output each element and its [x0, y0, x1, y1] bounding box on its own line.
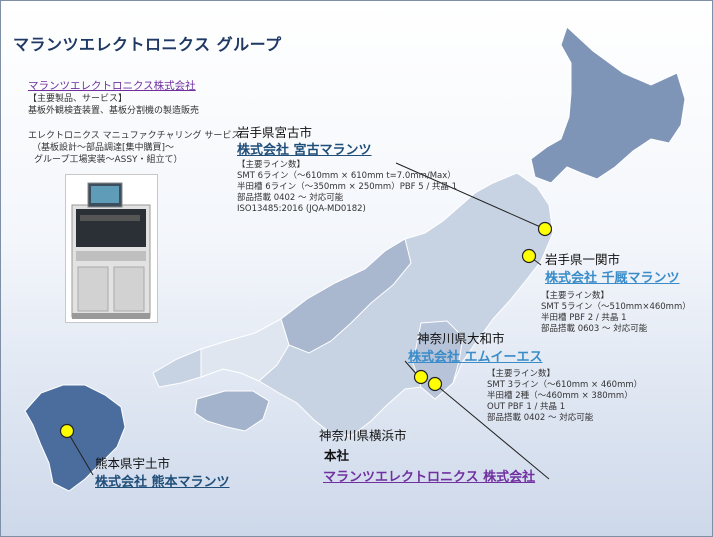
ichinoseki-line2: 半田槽 PBF 2 / 共晶 1 [541, 313, 627, 323]
marker-yamato[interactable] [413, 369, 429, 385]
marker-uto[interactable] [59, 423, 75, 439]
shikoku-region [194, 390, 270, 432]
yamato-city: 神奈川県大和市 [417, 331, 505, 346]
miyako-line2: 半田槽 6ライン（～350mm × 250mm）PBF 5 / 共晶 1 [237, 182, 458, 192]
marker-yokohama[interactable] [427, 376, 443, 392]
ichinoseki-heading: 【主要ライン数】 [541, 291, 610, 301]
connector-yokohama [434, 383, 550, 480]
connector-uto [66, 430, 94, 476]
ichinoseki-city: 岩手県一関市 [545, 252, 621, 267]
uto-company[interactable]: 株式会社 熊本マランツ [95, 475, 230, 490]
hq-service-line1: （基板設計～部品調達[集中購買]～ [32, 143, 175, 153]
hq-company-name[interactable]: マランツエレクトロニクス株式会社 [28, 80, 196, 92]
ichinoseki-line1: SMT 5ライン（～510mm×460mm） [541, 302, 691, 312]
miyako-company[interactable]: 株式会社 宮古マランツ [237, 143, 372, 158]
ichinoseki-company[interactable]: 株式会社 千厩マランツ [545, 271, 680, 286]
west-honshu-region [200, 318, 290, 382]
yokohama-city: 神奈川県横浜市 [319, 428, 407, 443]
miyako-line4: ISO13485:2016 (JQA-MD0182) [237, 204, 366, 214]
hokkaido-region [530, 26, 686, 184]
uto-city: 熊本県宇土市 [95, 456, 171, 471]
miyako-line1: SMT 6ライン（～610mm × 610mm t=7.0mm/Max） [237, 171, 456, 181]
yamato-line3: OUT PBF 1 / 共晶 1 [487, 402, 566, 412]
hq-products-heading: 【主要製品、サービス】 [28, 94, 128, 104]
connector-miyako [395, 162, 546, 230]
hq-service-line2: グループ工場実装～ASSY・組立て） [34, 155, 183, 165]
yamato-company[interactable]: 株式会社 エムイーエス [408, 350, 543, 365]
hq-service-title: エレクトロニクス マニュファクチャリング サービス [28, 131, 241, 141]
yokohama-company[interactable]: マランツエレクトロニクス 株式会社 [323, 470, 536, 485]
hq-products: 基板外観検査装置、基板分割機の製造販売 [28, 106, 200, 116]
inspection-machine-image [65, 174, 158, 323]
kyushu-region [24, 384, 126, 492]
yamato-line1: SMT 3ライン（～610mm × 460mm） [487, 380, 643, 390]
yamato-heading: 【主要ライン数】 [487, 369, 556, 379]
miyako-city: 岩手県宮古市 [237, 125, 313, 140]
yokohama-hq-label: 本社 [324, 448, 350, 463]
yamato-line4: 部品搭載 0402 ～ 対応可能 [487, 413, 594, 423]
page-title: マランツエレクトロニクス グループ [13, 35, 282, 54]
central-region [280, 238, 412, 354]
marker-miyako[interactable] [537, 221, 553, 237]
marker-ichinoseki[interactable] [521, 248, 537, 264]
miyako-line3: 部品搭載 0402 ～ 対応可能 [237, 193, 344, 203]
yamato-line2: 半田槽 2種（～460mm × 380mm） [487, 391, 633, 401]
miyako-heading: 【主要ライン数】 [237, 160, 306, 170]
ichinoseki-line3: 部品搭載 0603 ～ 対応可能 [541, 324, 648, 334]
